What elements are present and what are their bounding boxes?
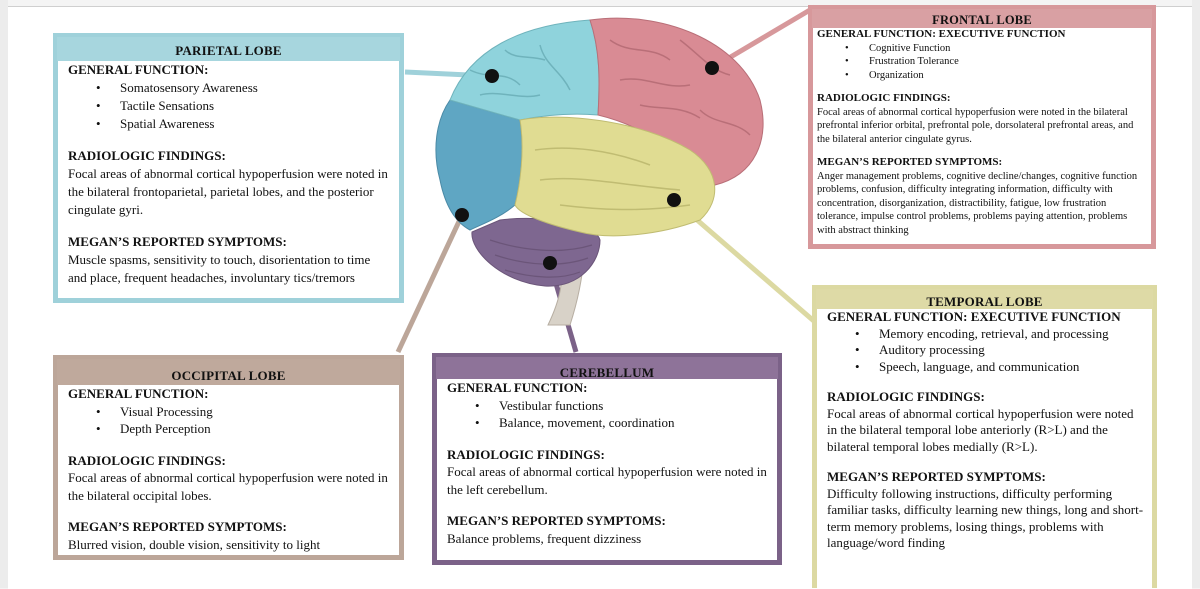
list-item: Depth Perception	[96, 420, 391, 438]
frontal-symptoms-text: Anger management problems, cognitive dec…	[817, 170, 1138, 236]
temporal-function-list: Memory encoding, retrieval, and processi…	[827, 326, 1144, 376]
temporal-findings-heading: RADIOLOGIC FINDINGS:	[827, 389, 985, 404]
cerebellum-findings-heading: RADIOLOGIC FINDINGS:	[447, 446, 605, 462]
occipital-symptoms-heading: MEGAN’S REPORTED SYMPTOMS:	[68, 519, 287, 534]
occipital-findings-text: Focal areas of abnormal cortical hypoper…	[68, 470, 388, 503]
list-item: Memory encoding, retrieval, and processi…	[855, 326, 1144, 343]
page-left-edge	[0, 0, 8, 588]
cerebellum-marker	[543, 256, 557, 270]
list-item: Cognitive Function	[845, 42, 1143, 56]
parietal-title: PARIETAL LOBE	[57, 37, 400, 61]
temporal-title: TEMPORAL LOBE	[816, 289, 1153, 309]
cerebellum-function-heading: GENERAL FUNCTION:	[447, 380, 588, 395]
frontal-findings-heading: RADIOLOGIC FINDINGS:	[817, 92, 951, 104]
list-item: Auditory processing	[855, 342, 1144, 359]
occipital-lobe-box: OCCIPITAL LOBE GENERAL FUNCTION: Visual …	[53, 355, 404, 560]
cerebellum-title: CEREBELLUM	[436, 357, 778, 380]
cerebellum-findings-text: Focal areas of abnormal cortical hypoper…	[447, 464, 767, 497]
frontal-function-heading: GENERAL FUNCTION: EXECUTIVE FUNCTION	[817, 28, 1066, 40]
list-item: Vestibular functions	[475, 397, 769, 415]
occipital-findings-heading: RADIOLOGIC FINDINGS:	[68, 452, 226, 468]
list-item: Tactile Sensations	[96, 97, 391, 115]
parietal-findings-heading: RADIOLOGIC FINDINGS:	[68, 148, 226, 163]
temporal-marker	[667, 193, 681, 207]
frontal-findings-text: Focal areas of abnormal cortical hypoper…	[817, 106, 1134, 145]
frontal-symptoms-heading: MEGAN’S REPORTED SYMPTOMS:	[817, 156, 1003, 168]
list-item: Balance, movement, coordination	[475, 414, 769, 432]
temporal-lobe-box: TEMPORAL LOBE GENERAL FUNCTION: EXECUTIV…	[812, 285, 1157, 588]
parietal-findings-text: Focal areas of abnormal cortical hypoper…	[68, 166, 388, 217]
occipital-function-heading: GENERAL FUNCTION:	[68, 386, 209, 401]
parietal-symptoms-text: Muscle spasms, sensitivity to touch, dis…	[68, 252, 371, 285]
occipital-marker	[455, 208, 469, 222]
cerebellum-box: CEREBELLUM GENERAL FUNCTION: Vestibular …	[432, 353, 782, 565]
temporal-symptoms-heading: MEGAN’S REPORTED SYMPTOMS:	[827, 469, 1046, 484]
occipital-title: OCCIPITAL LOBE	[57, 359, 400, 385]
parietal-symptoms-heading: MEGAN’S REPORTED SYMPTOMS:	[68, 234, 287, 249]
frontal-lobe-box: FRONTAL LOBE GENERAL FUNCTION: EXECUTIVE…	[808, 5, 1156, 249]
parietal-marker	[485, 69, 499, 83]
parietal-region	[449, 19, 600, 121]
parietal-lobe-box: PARIETAL LOBE GENERAL FUNCTION: Somatose…	[53, 33, 404, 303]
frontal-title: FRONTAL LOBE	[812, 9, 1152, 28]
list-item: Visual Processing	[96, 403, 391, 421]
list-item: Organization	[845, 69, 1143, 83]
temporal-function-heading: GENERAL FUNCTION: EXECUTIVE FUNCTION	[827, 309, 1121, 324]
occipital-connector	[395, 213, 465, 354]
list-item: Frustration Tolerance	[845, 55, 1143, 69]
occipital-function-list: Visual Processing Depth Perception	[68, 403, 391, 438]
list-item: Speech, language, and communication	[855, 359, 1144, 376]
cerebellum-symptoms-text: Balance problems, frequent dizziness	[447, 530, 642, 546]
page-right-edge	[1192, 0, 1200, 588]
frontal-marker	[705, 61, 719, 75]
cerebellum-function-list: Vestibular functions Balance, movement, …	[447, 397, 769, 432]
parietal-function-heading: GENERAL FUNCTION:	[68, 62, 209, 77]
parietal-function-list: Somatosensory Awareness Tactile Sensatio…	[68, 79, 391, 133]
list-item: Spatial Awareness	[96, 115, 391, 133]
frontal-region	[589, 17, 764, 186]
temporal-symptoms-text: Difficulty following instructions, diffi…	[827, 485, 1144, 551]
frontal-function-list: Cognitive Function Frustration Tolerance…	[817, 42, 1143, 83]
occipital-region	[435, 99, 523, 231]
occipital-symptoms-text: Blurred vision, double vision, sensitivi…	[68, 536, 321, 552]
cerebellum-symptoms-heading: MEGAN’S REPORTED SYMPTOMS:	[447, 513, 666, 528]
list-item: Somatosensory Awareness	[96, 79, 391, 97]
temporal-findings-text: Focal areas of abnormal cortical hypoper…	[827, 405, 1134, 454]
